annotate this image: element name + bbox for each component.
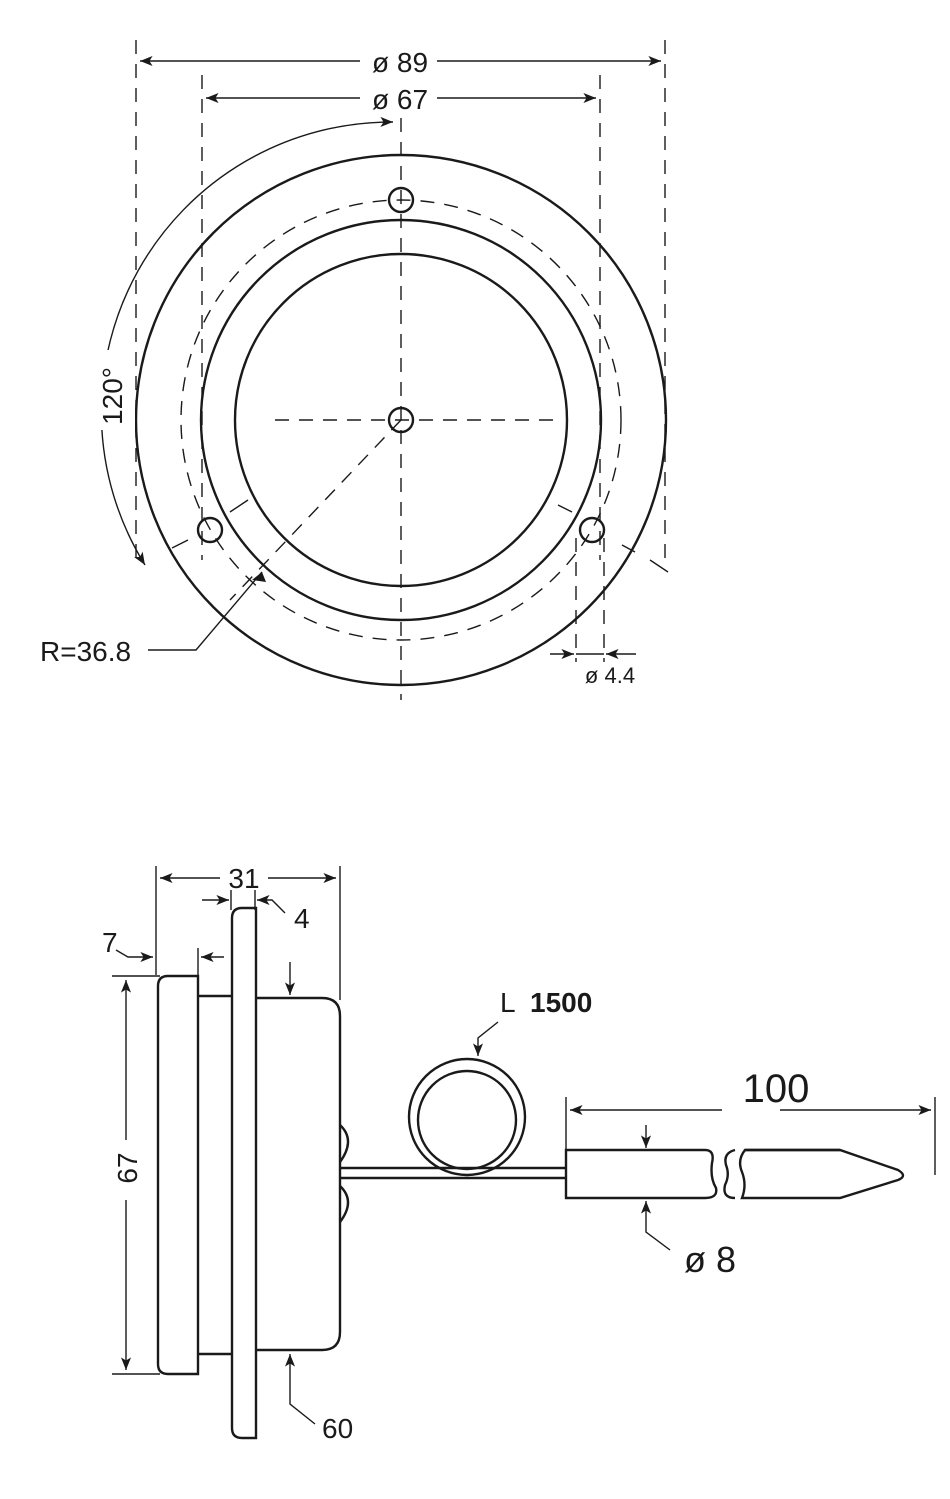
radius-leader-arrow bbox=[252, 572, 266, 582]
radius-leader bbox=[148, 571, 263, 651]
angle-label-bg bbox=[95, 350, 135, 430]
dim-arrow-7-left bbox=[115, 949, 153, 963]
dim-label-radius: R=36.8 bbox=[40, 636, 131, 667]
angle-arc-120 bbox=[100, 116, 394, 566]
dim-label-probe-diameter: ø 8 bbox=[684, 1239, 736, 1280]
dim-label-bezel-height: 67 bbox=[112, 1152, 143, 1183]
dim-label-body-diameter: 60 bbox=[322, 1413, 353, 1444]
hole-tick bbox=[557, 504, 573, 513]
dim-label-probe-length: 100 bbox=[743, 1067, 810, 1111]
dim-arrow-8-bottom bbox=[640, 1201, 671, 1251]
hole-tick bbox=[171, 539, 189, 549]
top-view: ø 89 ø 67 120° R bbox=[40, 40, 669, 700]
dim-arrow-60-bottom bbox=[284, 1354, 316, 1425]
fitting-lower bbox=[339, 1185, 350, 1223]
hole-tick bbox=[229, 499, 249, 513]
fitting-upper bbox=[339, 1124, 350, 1163]
dim-label-bolt-span: ø 67 bbox=[372, 84, 428, 115]
capillary-coil-inner bbox=[416, 1069, 518, 1171]
dim-label-bezel-depth: 7 bbox=[102, 927, 118, 958]
dim-label-flange-thickness: 4 bbox=[294, 903, 310, 934]
dim-label-total-depth: 31 bbox=[228, 863, 259, 894]
probe-section-1 bbox=[564, 1148, 718, 1200]
capillary-leader bbox=[472, 1021, 499, 1056]
dim-label-angle: 120° bbox=[97, 367, 128, 425]
capillary-coil-outer bbox=[407, 1057, 527, 1177]
hole-tick bbox=[649, 559, 669, 573]
dim-label-capillary-prefix: L bbox=[500, 987, 516, 1018]
dim-label-outer-diameter: ø 89 bbox=[372, 47, 428, 78]
dim-arrow-4-right bbox=[257, 894, 286, 914]
mounting-hole-left bbox=[196, 516, 224, 544]
probe-break bbox=[723, 1148, 736, 1200]
dim-label-capillary-length: 1500 bbox=[530, 987, 592, 1018]
body bbox=[256, 996, 342, 1352]
bezel bbox=[156, 974, 200, 1376]
hole-tick bbox=[621, 544, 636, 553]
flange bbox=[230, 906, 258, 1440]
side-view: 31 4 7 67 60 bbox=[102, 863, 936, 1444]
dim-label-hole-diameter: ø 4.4 bbox=[585, 663, 635, 688]
mounting-hole-right bbox=[578, 516, 606, 544]
radius-line bbox=[229, 419, 402, 601]
probe-section-2 bbox=[738, 1148, 905, 1200]
